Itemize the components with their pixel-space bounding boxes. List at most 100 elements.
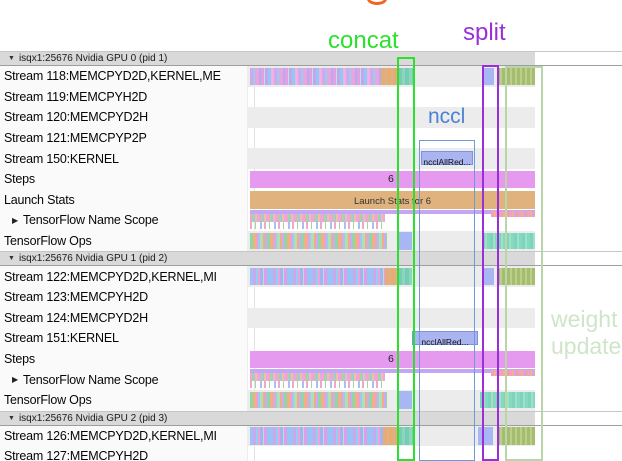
track-label[interactable]: ▶ TensorFlow Name Scope (0, 369, 248, 390)
trace-segment-teal[interactable] (398, 427, 414, 445)
track-row: Stream 122:MEMCPYD2D,KERNEL,MI (0, 266, 622, 287)
track-label[interactable]: Stream 121:MEMCPYP2P (0, 127, 248, 149)
track-label-text: Stream 118:MEMCPYD2D,KERNEL,ME (4, 69, 221, 84)
track-label[interactable]: Steps (0, 348, 248, 370)
section-header-row[interactable]: ▼isqx1:25676 Nvidia GPU 1 (pid 2) (0, 251, 622, 267)
trace-segment-nscomb[interactable] (250, 372, 385, 388)
track-label[interactable]: Stream 150:KERNEL (0, 148, 248, 169)
trace-segment-blue[interactable] (482, 67, 494, 85)
track-timeline[interactable]: ncclAllRed... (248, 328, 622, 349)
trace-event-slice[interactable]: ncclAllRed... (421, 151, 473, 168)
track-label[interactable]: Stream 122:MEMCPYD2D,KERNEL,MI (0, 266, 248, 287)
track-timeline[interactable] (248, 66, 622, 87)
track-timeline[interactable] (248, 425, 622, 447)
trace-segment-ops[interactable] (250, 391, 387, 408)
trace-segment-orange[interactable] (383, 427, 398, 445)
track-timeline[interactable] (248, 369, 622, 390)
track-row: Stream 151:KERNEL ncclAllRed... (0, 328, 622, 349)
track-timeline[interactable]: 6 (248, 169, 622, 190)
track-timeline[interactable] (248, 107, 622, 128)
trace-segment-ops[interactable] (250, 232, 387, 249)
expand-arrow-icon[interactable]: ▶ (12, 375, 18, 385)
trace-segment-orange[interactable] (381, 67, 398, 85)
segment-label: 6 (388, 352, 394, 365)
trace-segment-nsmini[interactable] (491, 370, 535, 377)
collapse-arrow-icon[interactable]: ▼ (8, 55, 15, 62)
track-label-text: Stream 120:MEMCPYD2H (4, 110, 148, 125)
trace-segment-nscomb[interactable] (250, 213, 385, 229)
section-header-row[interactable]: ▼isqx1:25676 Nvidia GPU 2 (pid 3) (0, 410, 622, 426)
track-label[interactable]: Launch Stats (0, 189, 248, 211)
track-row: Stream 119:MEMCPYH2D (0, 86, 622, 108)
track-label-text: Stream 151:KERNEL (4, 331, 119, 346)
track-label-text: TensorFlow Name Scope (22, 372, 159, 387)
trace-segment-blue[interactable] (482, 267, 494, 286)
nccl-highlight-box (419, 140, 475, 461)
trace-segment-steps[interactable]: 6 (250, 170, 535, 188)
track-label[interactable]: Stream 127:MEMCPYH2D (0, 446, 248, 461)
trace-segment-stripesB[interactable] (250, 267, 385, 286)
trace-segment-launch[interactable]: Launch Stats for 6 (250, 190, 535, 210)
track-row: Stream 121:MEMCPYP2P (0, 127, 622, 149)
track-timeline[interactable] (248, 389, 622, 411)
track-label-text: Steps (4, 352, 35, 367)
track-timeline[interactable] (248, 230, 622, 252)
track-label-text: Launch Stats (4, 192, 75, 207)
trace-segment-stripesA[interactable] (250, 67, 381, 85)
track-label[interactable]: Stream 124:MEMCPYD2H (0, 307, 248, 329)
trace-segment-blue[interactable] (397, 232, 412, 250)
track-row: Steps 6 (0, 348, 622, 370)
track-row: Stream 123:MEMCPYH2D (0, 286, 622, 308)
weight-update-line2: update (551, 333, 622, 359)
trace-event-slice[interactable]: ncclAllRed... (412, 331, 478, 347)
track-label[interactable]: ▶TensorFlow Name Scope (0, 210, 248, 231)
section-header-label: isqx1:25676 Nvidia GPU 2 (pid 3) (18, 412, 168, 424)
track-row: Stream 150:KERNEL ncclAllRed... (0, 148, 622, 169)
trace-segment-blue[interactable] (478, 427, 493, 445)
track-timeline[interactable] (248, 307, 622, 329)
trace-segment-steps[interactable]: 6 (250, 350, 535, 368)
track-timeline[interactable]: Launch Stats for 6 (248, 190, 622, 211)
track-label-text: Stream 127:MEMCPYH2D (4, 449, 148, 461)
segment-label: ncclAllRed... (423, 157, 471, 168)
trace-segment-teal[interactable] (398, 267, 412, 286)
track-label[interactable]: TensorFlow Ops (0, 389, 248, 411)
trace-segment-tealst[interactable] (482, 232, 535, 249)
collapse-arrow-icon[interactable]: ▼ (8, 255, 15, 263)
trace-segment-orange[interactable] (385, 267, 398, 286)
track-label[interactable]: Stream 126:MEMCPYD2D,KERNEL,MI (0, 425, 248, 447)
trace-segment-nsthin[interactable] (250, 210, 535, 214)
track-row: Stream 126:MEMCPYD2D,KERNEL,MI (0, 425, 622, 447)
track-timeline[interactable]: ncclAllRed... (248, 148, 622, 169)
track-row: ▶TensorFlow Name Scope (0, 210, 622, 231)
track-label[interactable]: TensorFlow Ops (0, 230, 248, 252)
track-row: Stream 118:MEMCPYD2D,KERNEL,ME (0, 66, 622, 87)
section-header-label: isqx1:25676 Nvidia GPU 0 (pid 1) (18, 53, 168, 64)
track-label-text: Stream 121:MEMCPYP2P (4, 131, 147, 146)
trace-segment-stripesB[interactable] (250, 427, 383, 445)
trace-segment-teal[interactable] (398, 67, 414, 85)
track-label-text: Stream 126:MEMCPYD2D,KERNEL,MI (4, 428, 217, 443)
weight-update-highlight-box (505, 66, 543, 461)
track-label[interactable]: Stream 123:MEMCPYH2D (0, 286, 248, 308)
expand-arrow-icon[interactable]: ▶ (12, 215, 18, 225)
track-timeline[interactable] (248, 210, 622, 231)
track-label[interactable]: Stream 119:MEMCPYH2D (0, 86, 248, 108)
track-label[interactable]: Stream 151:KERNEL (0, 328, 248, 349)
track-label[interactable]: Stream 118:MEMCPYD2D,KERNEL,ME (0, 66, 248, 87)
track-timeline[interactable]: 6 (248, 349, 622, 370)
section-header-row[interactable]: ▼isqx1:25676 Nvidia GPU 0 (pid 1) (0, 51, 622, 66)
track-row: Stream 127:MEMCPYH2D (0, 446, 622, 461)
trace-segment-nsthin[interactable] (250, 369, 535, 373)
segment-label: 6 (388, 172, 394, 185)
track-label[interactable]: Stream 120:MEMCPYD2H (0, 107, 248, 128)
track-row: Launch Stats Launch Stats for 6 (0, 189, 622, 211)
track-label[interactable]: Steps (0, 168, 248, 190)
collapse-arrow-icon[interactable]: ▼ (8, 414, 15, 422)
trace-segment-blue[interactable] (397, 391, 412, 409)
trace-segment-nsmini[interactable] (491, 211, 535, 218)
track-row: TensorFlow Ops (0, 389, 622, 411)
concat-highlight-box (397, 57, 415, 461)
trace-segment-tealst[interactable] (480, 391, 535, 408)
